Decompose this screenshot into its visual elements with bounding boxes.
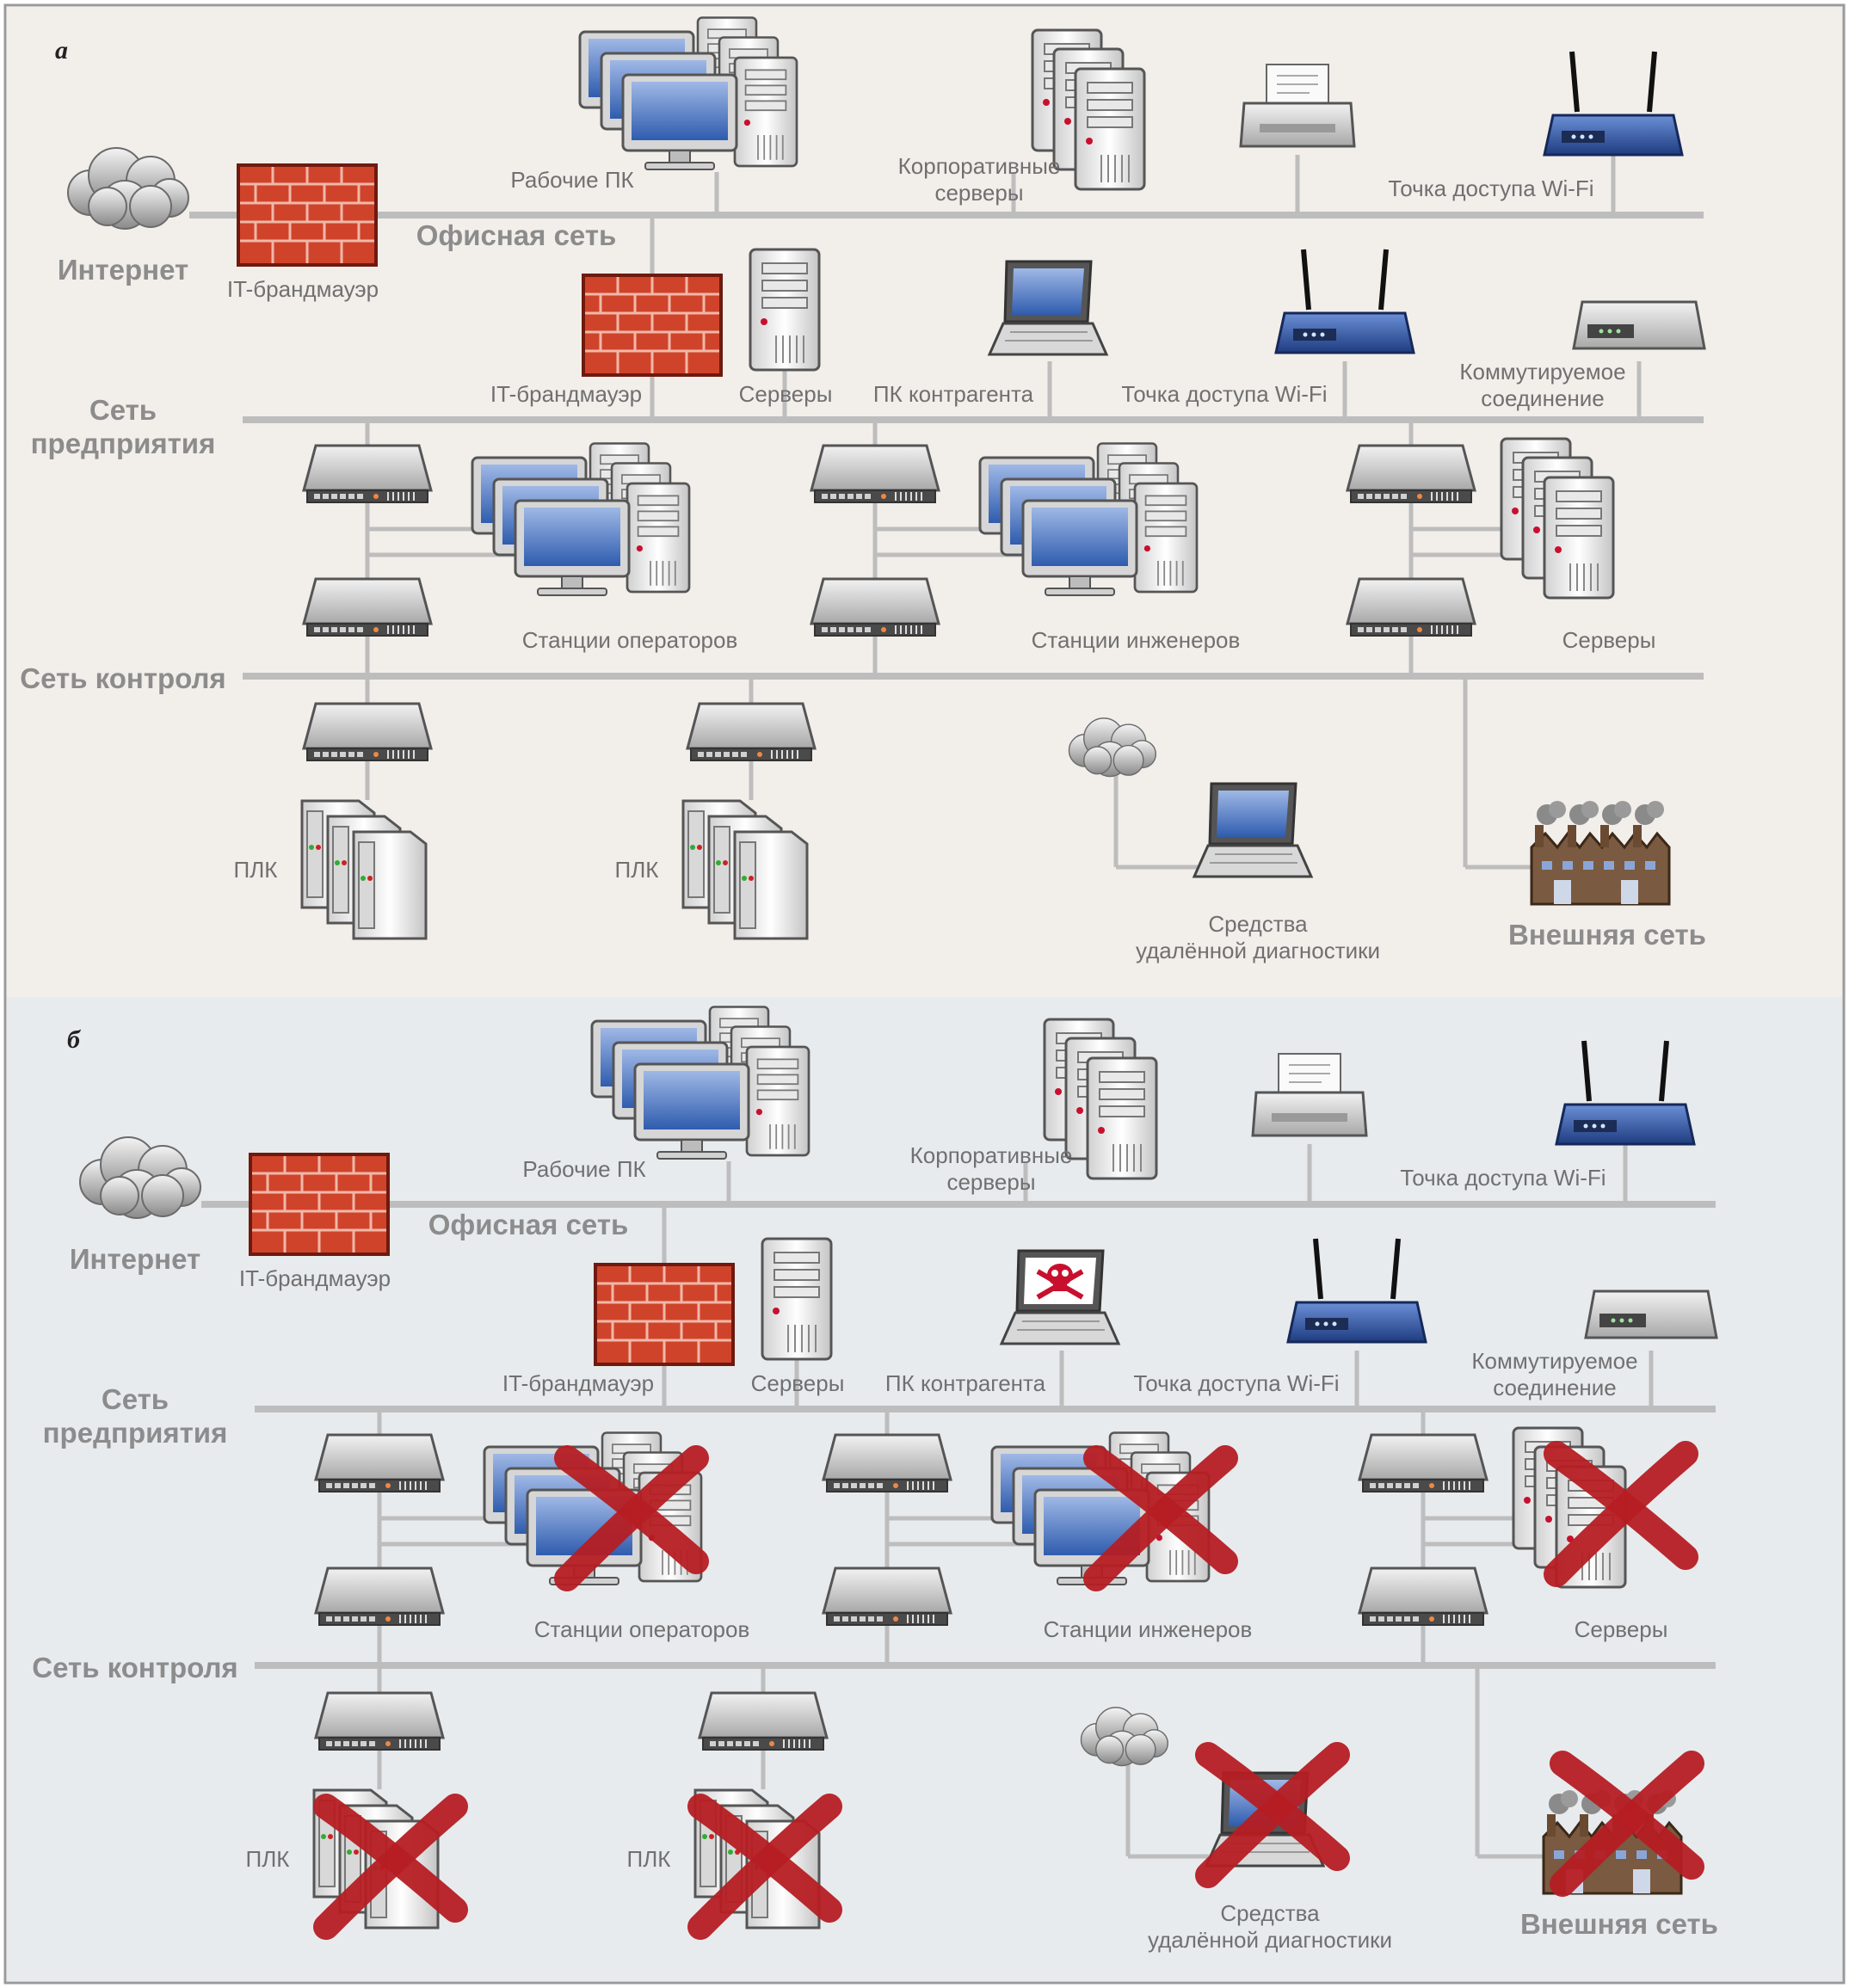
label-office-net: Офисная сеть [428, 1209, 629, 1240]
label-it-firewall: IT-брандмауэр [239, 1265, 391, 1291]
label-remote-diag-1: Средства [1220, 1900, 1320, 1926]
label-external-net: Внешняя сеть [1520, 1908, 1718, 1940]
label-contractor-pc: ПК контрагента [885, 1370, 1046, 1396]
label-servers: Серверы [1575, 1616, 1668, 1642]
panel-letter: а [55, 36, 68, 65]
label-plc: ПЛК [234, 857, 278, 883]
label-wifi-ap: Точка доступа Wi-Fi [1400, 1165, 1606, 1191]
label-dialup-1: Коммутируемое [1471, 1348, 1637, 1374]
label-it-firewall: IT-брандмауэр [490, 381, 642, 407]
label-corp-servers-1: Корпоративные [898, 153, 1061, 179]
label-operator-stations: Станции операторов [534, 1616, 750, 1642]
laptop-icon [1193, 782, 1313, 878]
label-corp-servers-2: серверы [946, 1169, 1035, 1195]
label-operator-stations: Станции операторов [522, 627, 738, 653]
label-office-net: Офисная сеть [416, 219, 617, 251]
panel-letter: б [67, 1025, 81, 1054]
label-contractor-pc: ПК контрагента [873, 381, 1034, 407]
label-enterprise-net-1: Сеть [89, 394, 157, 426]
label-wifi-ap: Точка доступа Wi-Fi [1121, 381, 1327, 407]
label-corp-servers-1: Корпоративные [910, 1142, 1073, 1168]
label-wifi-ap: Точка доступа Wi-Fi [1388, 175, 1593, 201]
label-enterprise-net-2: предприятия [31, 428, 216, 459]
label-dialup-2: соединение [1493, 1375, 1617, 1400]
label-remote-diag-1: Средства [1208, 911, 1308, 937]
label-control-net: Сеть контроля [20, 662, 225, 694]
label-it-firewall: IT-брандмауэр [227, 276, 379, 302]
laptop-icon [988, 260, 1108, 356]
label-internet: Интернет [70, 1243, 200, 1275]
label-plc: ПЛК [246, 1846, 290, 1872]
label-enterprise-net-1: Сеть [102, 1383, 169, 1415]
label-servers: Серверы [751, 1370, 845, 1396]
label-external-net: Внешняя сеть [1508, 919, 1706, 951]
label-enterprise-net-2: предприятия [43, 1417, 228, 1449]
label-remote-diag-2: удалённой диагностики [1136, 938, 1380, 963]
label-work-pcs: Рабочие ПК [510, 167, 633, 193]
label-dialup-2: соединение [1481, 385, 1605, 411]
label-engineer-stations: Станции инженеров [1032, 627, 1241, 653]
label-wifi-ap: Точка доступа Wi-Fi [1133, 1370, 1339, 1396]
label-engineer-stations: Станции инженеров [1044, 1616, 1253, 1642]
label-servers: Серверы [739, 381, 833, 407]
label-plc: ПЛК [615, 857, 659, 883]
label-it-firewall: IT-брандмауэр [502, 1370, 654, 1396]
label-internet: Интернет [58, 254, 188, 286]
label-dialup-1: Коммутируемое [1459, 359, 1625, 385]
label-plc: ПЛК [627, 1846, 671, 1872]
label-control-net: Сеть контроля [32, 1652, 237, 1683]
label-work-pcs: Рабочие ПК [522, 1156, 645, 1182]
skull-icon [1002, 1251, 1119, 1344]
label-corp-servers-2: серверы [934, 180, 1023, 206]
label-remote-diag-2: удалённой диагностики [1148, 1927, 1392, 1953]
label-servers: Серверы [1562, 627, 1656, 653]
frame-border [3, 3, 1846, 1985]
